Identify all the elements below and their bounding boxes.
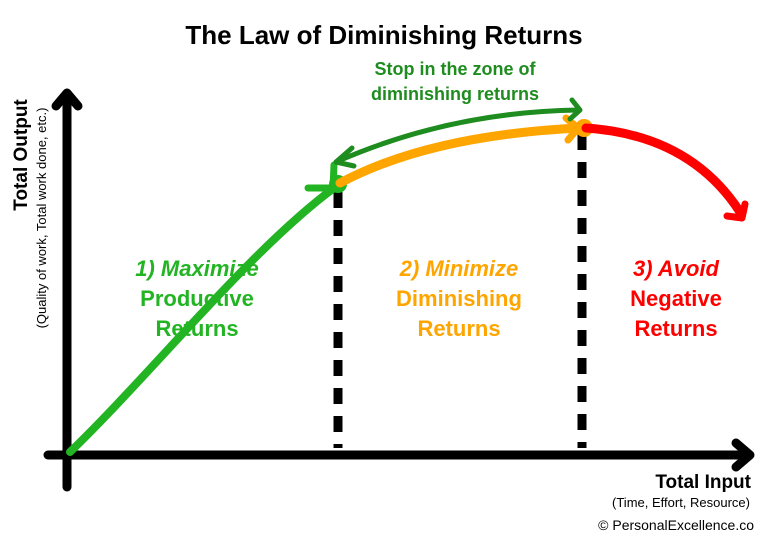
- zone-1-heading: 1) Maximize: [135, 256, 259, 281]
- y-axis-label: Total Output: [11, 99, 32, 211]
- diagram-title: The Law of Diminishing Returns: [185, 20, 582, 50]
- zone-double-arrow: [333, 107, 581, 165]
- y-axis: [51, 88, 83, 492]
- negative-curve: [581, 123, 745, 217]
- zone-3-label: 3) Avoid Negative Returns: [630, 256, 722, 341]
- diminishing-curve: [335, 123, 585, 188]
- y-axis-sublabel: (Quality of work, Total work done, etc.): [34, 108, 49, 329]
- x-axis-label: Total Input: [655, 472, 751, 493]
- productive-curve: [66, 184, 338, 456]
- zone-3-line2: Negative: [630, 286, 722, 311]
- zone-2-label: 2) Minimize Diminishing Returns: [396, 256, 522, 341]
- zone-2-heading: 2) Minimize: [399, 256, 519, 281]
- x-axis-sublabel: (Time, Effort, Resource): [612, 495, 750, 510]
- zone-1-label: 1) Maximize Productive Returns: [135, 256, 259, 341]
- zone-1-line2: Productive: [140, 286, 254, 311]
- zone-3-heading: 3) Avoid: [633, 256, 720, 281]
- zone-1-line3: Returns: [155, 316, 238, 341]
- negative-arrowhead: [723, 200, 749, 222]
- x-axis: [43, 438, 755, 472]
- zone-3-line3: Returns: [634, 316, 717, 341]
- zone-arrowhead-right: [567, 97, 583, 122]
- zone-arrowhead-left: [333, 145, 357, 169]
- zone-2-line3: Returns: [417, 316, 500, 341]
- annotation-line-1: Stop in the zone of: [375, 59, 537, 79]
- annotation-line-2: diminishing returns: [371, 84, 539, 104]
- zone-2-line2: Diminishing: [396, 286, 522, 311]
- credit: © PersonalExcellence.co: [598, 517, 754, 533]
